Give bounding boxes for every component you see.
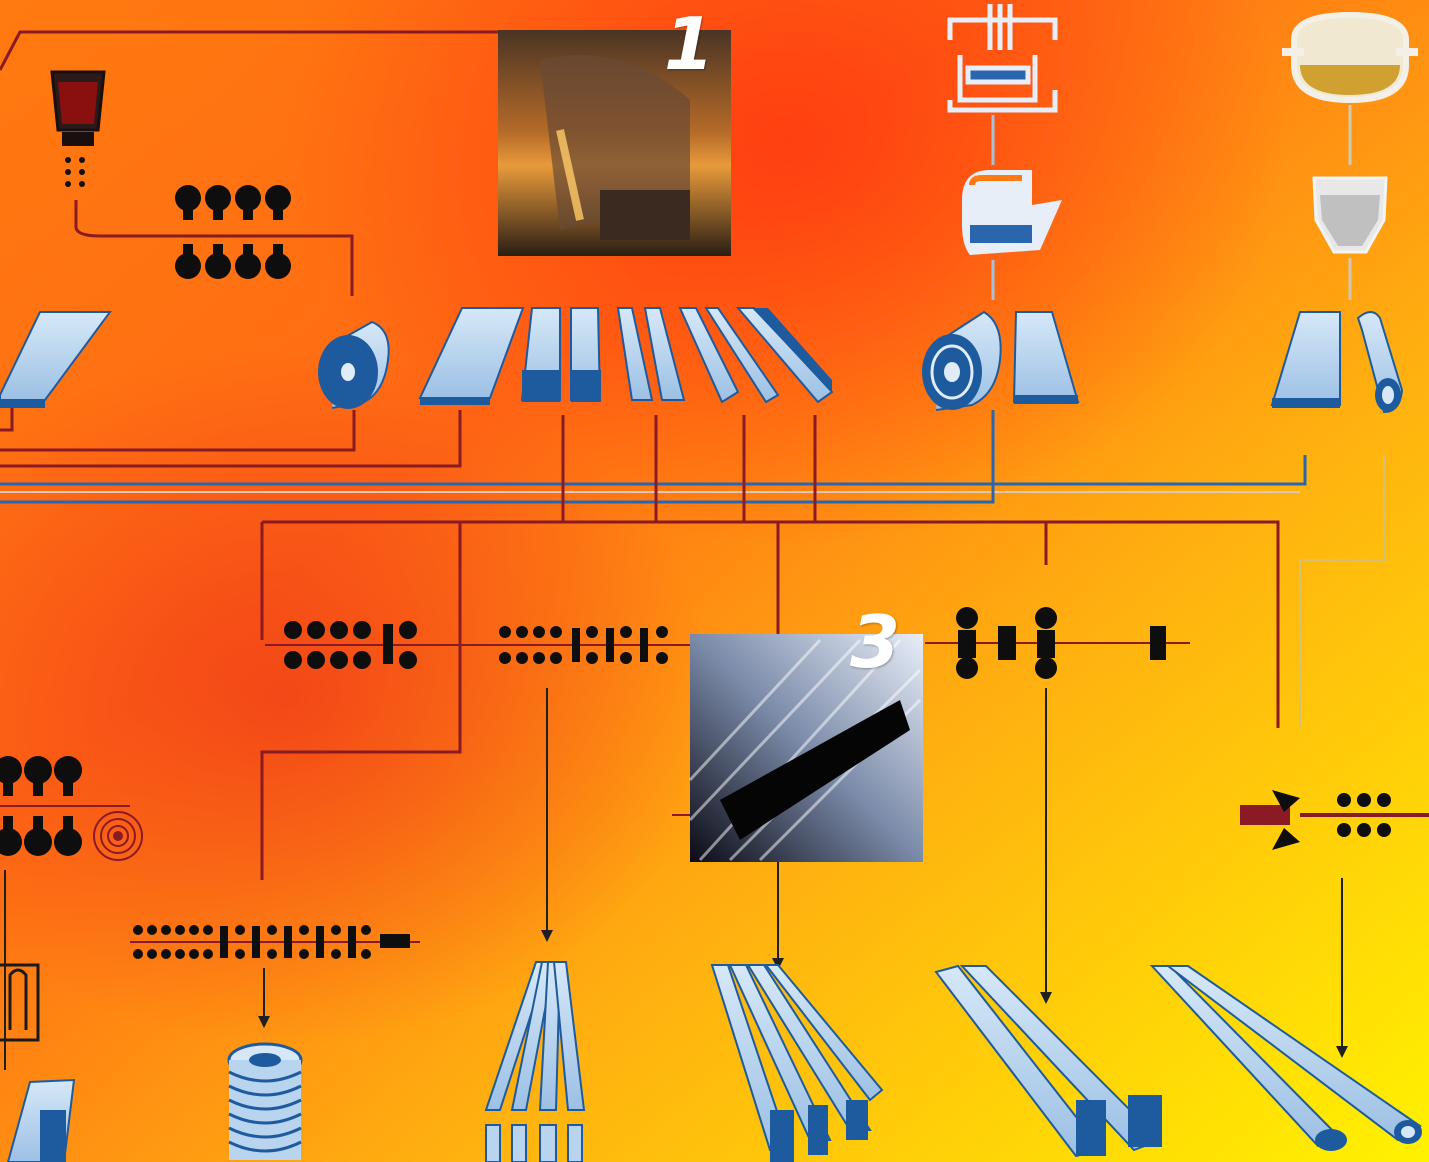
wire-coil-icon [229,1044,301,1160]
step-number-1: 1 [664,2,714,86]
billet-icon [571,308,601,402]
step-number-3: 3 [850,600,900,684]
coil-icon [94,812,142,860]
furnace-icon [1282,15,1418,100]
